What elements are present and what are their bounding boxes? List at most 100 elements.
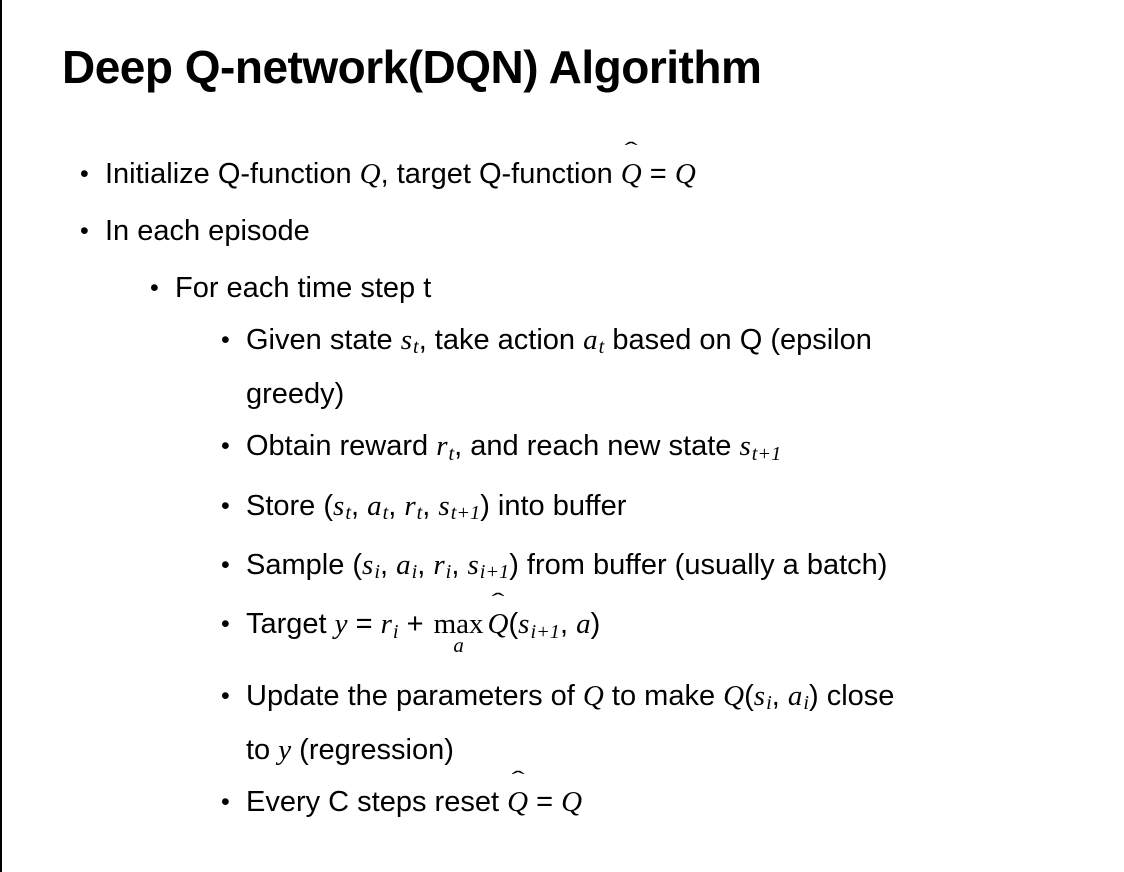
bullet-marker: • — [150, 273, 159, 302]
math-var: y — [278, 734, 291, 766]
text-run: , take action — [418, 323, 584, 356]
math-var-base: Q — [723, 679, 745, 712]
max-underscript: a — [453, 633, 464, 658]
math-subscript: i — [392, 620, 399, 643]
text-run: In each episode — [105, 214, 310, 247]
math-var-base: r — [433, 548, 445, 581]
math-var-base: r — [436, 430, 448, 463]
hat-accent-icon: ˆ — [491, 588, 505, 614]
text-run: ( — [508, 608, 519, 641]
text-run: , — [417, 548, 434, 581]
math-subscript: t+1 — [751, 442, 782, 465]
math-var-base: s — [362, 548, 374, 581]
text-run: = — [528, 786, 562, 819]
math-subscript: i — [374, 561, 380, 584]
bullet-item: • For each time step t — [2, 265, 1124, 312]
text-run: = — [347, 608, 381, 641]
bullet-item: •Given state st, take action at based on… — [2, 317, 1124, 418]
math-var: st+1 — [739, 430, 782, 465]
math-var-base: s — [753, 679, 766, 712]
bullet-marker: • — [221, 681, 230, 710]
math-var: si — [362, 548, 380, 584]
math-var: ai — [787, 679, 809, 714]
math-var-base: s — [739, 430, 751, 463]
math-var-base: Q — [582, 679, 604, 712]
bullet-item: •Sample (si, ai, ri, si+1) from buffer (… — [2, 542, 1124, 596]
math-var-base: s — [400, 323, 413, 356]
text-run: , — [379, 548, 397, 581]
math-subscript: i+1 — [530, 620, 560, 643]
math-subscript: i — [411, 561, 418, 584]
text-run: Obtain reward — [246, 430, 437, 463]
hat-accent-icon: ˆ — [511, 766, 524, 792]
bullet-marker: • — [221, 432, 230, 461]
math-var-base: a — [583, 323, 598, 356]
math-var: Q — [583, 680, 604, 712]
bullet-text: Store (st, at, rt, st+1) into buffer — [246, 483, 626, 537]
bullet-text: Obtain reward rt, and reach new state st… — [246, 423, 781, 477]
math-subscript: t — [598, 336, 605, 359]
bullet-text: Given state st, take action at based on … — [246, 317, 872, 418]
text-run: , — [451, 548, 468, 581]
bullet-item: • Initialize Q-function Q, target Q-funct… — [2, 137, 1124, 198]
math-subscript: i+1 — [479, 561, 510, 584]
math-var-base: s — [438, 489, 450, 522]
text-run: based on Q (epsilon — [604, 323, 872, 356]
math-subscript: t+1 — [450, 501, 481, 524]
text-run: Given state — [246, 323, 401, 356]
bullet-text: In each episode — [105, 208, 310, 255]
bullet-item: • Update the parameters of Q to make Q(si… — [2, 673, 1124, 774]
text-run: For each time step t — [175, 271, 432, 304]
math-var: a — [576, 608, 591, 640]
math-var: at — [367, 489, 389, 524]
bullet-item: •Store (st, at, rt, st+1) into buffer — [2, 483, 1124, 537]
math-subscript: i — [766, 692, 772, 715]
slide-title: Deep Q-network(DQN) Algorithm — [62, 41, 762, 93]
math-var: rt — [404, 489, 423, 524]
hat-accent-icon: ˆ — [624, 137, 638, 163]
bullet-text: Update the parameters of Q to make Q(si,… — [246, 673, 894, 774]
bullet-marker: • — [221, 550, 230, 579]
math-var: rt — [436, 430, 455, 465]
math-var-base: y — [334, 608, 348, 641]
text-run: , — [350, 489, 368, 522]
math-var: si+1 — [467, 549, 510, 584]
math-var-base: y — [278, 734, 292, 767]
bullet-marker: • — [80, 159, 89, 188]
math-var: Q — [561, 786, 582, 818]
text-run: ( — [744, 679, 754, 712]
math-var-base: Q — [561, 786, 583, 819]
bullet-item: •Obtain reward rt, and reach new state s… — [2, 423, 1124, 477]
math-var: y — [335, 608, 348, 640]
math-var-base: a — [367, 489, 382, 522]
math-subscript: t — [382, 501, 389, 524]
math-var-base: a — [787, 679, 803, 712]
text-run: , target Q-function — [380, 157, 621, 190]
math-var: Q — [360, 158, 381, 190]
bullet-text: Sample (si, ai, ri, si+1) from buffer (u… — [246, 542, 887, 596]
math-var-base: a — [396, 548, 411, 581]
math-var-base: s — [333, 489, 345, 522]
math-var-base: r — [404, 489, 416, 522]
text-run: ) into buffer — [480, 489, 627, 522]
math-subscript: t — [416, 501, 423, 524]
bullet-marker: • — [80, 216, 89, 245]
bullet-marker: • — [221, 325, 230, 354]
text-run: ) from buffer (usually a batch) — [509, 548, 888, 581]
bullet-marker: • — [221, 788, 230, 817]
bullet-list: • Initialize Q-function Q, target Q-funct… — [2, 137, 1124, 827]
math-var: Q — [675, 158, 696, 190]
text-run: = — [641, 157, 675, 190]
math-subscript: t — [413, 336, 419, 359]
math-var-base: r — [380, 608, 392, 641]
text-run: Sample ( — [246, 548, 363, 581]
bullet-text: Initialize Q-function Q, target Q-functi… — [105, 137, 696, 198]
math-subscript: t — [448, 442, 455, 465]
text-run: Update the parameters of — [246, 679, 583, 712]
bullet-marker: • — [221, 610, 230, 639]
